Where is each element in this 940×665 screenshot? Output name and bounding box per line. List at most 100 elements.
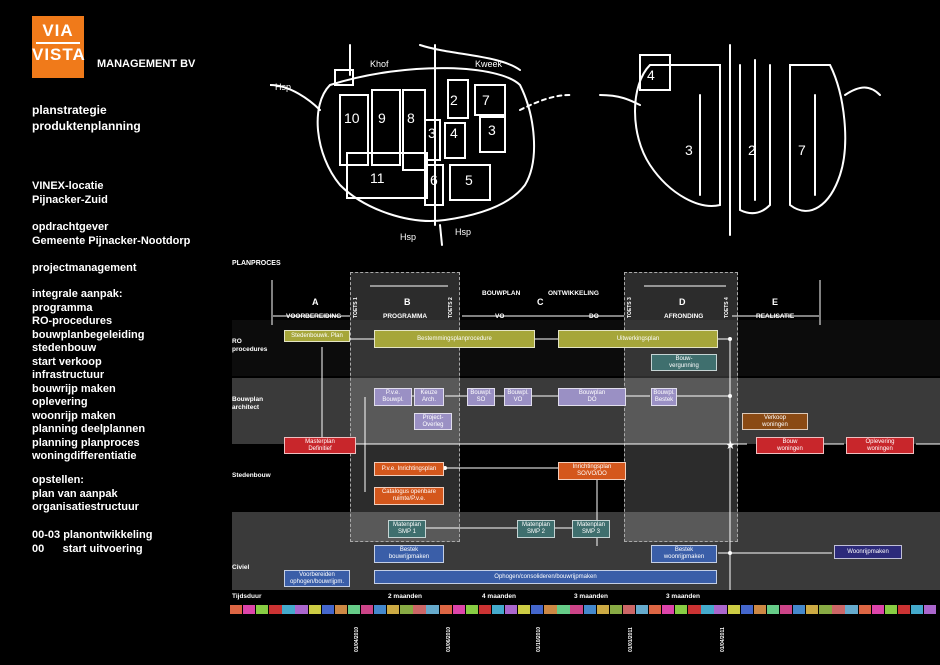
timeline-colorbar <box>230 601 940 614</box>
timeline-month-cell <box>557 605 570 614</box>
toets-2: TOETS 2 <box>448 297 454 318</box>
duration-3: 3 maanden <box>574 593 608 600</box>
timeline-month-cell <box>269 605 282 614</box>
timeline-month-cell <box>334 605 348 614</box>
svg-text:8: 8 <box>407 110 415 126</box>
timeline-month-cell <box>688 605 701 614</box>
timeline-month-cell <box>439 605 452 614</box>
svg-text:Kweek: Kweek <box>475 59 503 69</box>
svg-text:10: 10 <box>344 110 360 126</box>
svg-text:9: 9 <box>378 110 386 126</box>
timeline-month-cell <box>701 605 714 614</box>
box-bouwpl-vo: Bouwpl. VO <box>504 388 532 406</box>
via-vista-logo: VIA VISTA <box>32 16 85 78</box>
timeline-month-cell <box>491 605 505 614</box>
timeline-month-cell <box>727 605 740 614</box>
timeline-month-cell <box>675 605 688 614</box>
svg-text:2: 2 <box>748 142 756 158</box>
date-3: 01/10/2010 <box>536 626 542 652</box>
phase-b-name: PROGRAMMA <box>383 313 428 320</box>
timeline-month-cell <box>596 605 609 614</box>
svg-text:3: 3 <box>488 122 496 138</box>
duration-4: 3 maanden <box>666 593 700 600</box>
svg-text:Hsp: Hsp <box>275 82 291 92</box>
box-verkoop: Verkoop woningen <box>742 413 808 430</box>
phase-d-name: AFRONDING <box>664 313 704 320</box>
timeline-month-cell <box>635 605 649 614</box>
timeline-month-cell <box>243 605 256 614</box>
phase-a-letter: A <box>312 297 319 307</box>
timeline-month-cell <box>871 605 884 614</box>
lane-label-civiel: Civiel <box>232 564 250 571</box>
timeline-month-cell <box>504 605 518 614</box>
urban-sketches: Hsp Khof Kweek 10 9 8 2 7 3 4 3 11 6 5 H… <box>270 44 881 246</box>
svg-text:11: 11 <box>370 170 385 186</box>
timeline-month-cell <box>766 605 780 614</box>
sketch-right <box>599 44 881 236</box>
duration-2: 4 maanden <box>482 593 516 600</box>
phase-e-name: REALISATIE <box>756 313 795 320</box>
phase-e-letter: E <box>772 297 779 307</box>
toets-1: TOETS 1 <box>353 297 359 318</box>
timeline-month-cell <box>649 605 662 614</box>
svg-text:6: 6 <box>430 172 438 188</box>
box-oplevering: Oplevering woningen <box>846 437 914 454</box>
timeline-month-cell <box>256 605 269 614</box>
approach-text: integrale aanpak: programma RO-procedure… <box>32 288 146 462</box>
box-bestemmingsplan: Bestemmingsplanprocedure <box>374 330 535 348</box>
timeline-month-cell <box>347 605 361 614</box>
timeline-month-cell <box>360 605 374 614</box>
svg-text:Hsp: Hsp <box>400 232 416 242</box>
timeline-month-cell <box>321 605 334 614</box>
timeline-month-cell <box>714 605 727 614</box>
timeline-month-cell <box>465 605 478 614</box>
toets-4: TOETS 4 <box>724 297 730 318</box>
date-5: 01/04/2011 <box>720 627 726 652</box>
svg-text:7: 7 <box>482 92 490 108</box>
flow-connectors: ★ <box>321 337 940 590</box>
box-smp1: Matenplan SMP 1 <box>388 520 426 538</box>
box-inrichtingsplan: Inrichtingsplan SO/VO/DO <box>558 462 626 480</box>
sketch-right-labels: 4 3 2 7 <box>647 67 806 158</box>
title-line2: produktenplanning <box>32 119 141 133</box>
box-bouwpl-so: Bouwpl. SO <box>467 388 495 406</box>
svg-text:7: 7 <box>798 142 806 158</box>
box-smp3: Matenplan SMP 3 <box>572 520 610 538</box>
timeline-month-cell <box>609 605 623 614</box>
timeline-month-cell <box>819 605 832 614</box>
lane-label-bouwplan: Bouwplan architect <box>232 396 264 411</box>
box-woonrijpmaken: Woonrijpmaken <box>834 545 902 559</box>
location-text: VINEX-locatie Pijnacker-Zuid <box>32 180 108 206</box>
box-bouwplan-do: Bouwplan DO <box>558 388 626 406</box>
date-1: 01/04/2010 <box>354 626 360 652</box>
box-uitwerkingsplan: Uitwerkingsplan <box>558 330 718 348</box>
timeline-month-cell <box>858 605 871 614</box>
timeline-month-cell <box>779 605 793 614</box>
timeline-month-cell <box>832 605 845 614</box>
timeline-month-cell <box>884 605 897 614</box>
lane-label-stedenbouw: Stedenbouw <box>232 472 271 479</box>
codes-text: 00-03 planontwikkeling 00 start uitvoeri… <box>32 529 153 555</box>
date-2: 01/06/2010 <box>446 626 452 652</box>
box-bouw-woningen: Bouw woningen <box>756 437 824 454</box>
svg-text:Khof: Khof <box>370 59 389 69</box>
company-name: MANAGEMENT BV <box>97 58 196 70</box>
title-line1: planstrategie <box>32 103 107 117</box>
box-smp2: Matenplan SMP 2 <box>517 520 555 538</box>
pm-text: projectmanagement <box>32 262 137 274</box>
phase-d-letter: D <box>679 297 686 307</box>
timeline-month-cell <box>282 605 295 614</box>
svg-text:Hsp: Hsp <box>455 227 471 237</box>
timeline-month-cell <box>374 605 387 614</box>
ontwikkeling-label: ONTWIKKELING <box>548 290 599 297</box>
box-keuze-arch: Keuze Arch. <box>414 388 444 406</box>
client-text: opdrachtgever Gemeente Pijnacker-Nootdor… <box>32 221 191 247</box>
svg-text:4: 4 <box>450 125 458 141</box>
timeline-month-cell <box>400 605 413 614</box>
svg-text:3: 3 <box>685 142 693 158</box>
timeline-month-cell <box>570 605 583 614</box>
planproces-title: PLANPROCES <box>232 260 281 267</box>
timeline-month-cell <box>452 605 465 614</box>
timeline-month-cell <box>806 605 819 614</box>
svg-text:3: 3 <box>428 125 436 141</box>
